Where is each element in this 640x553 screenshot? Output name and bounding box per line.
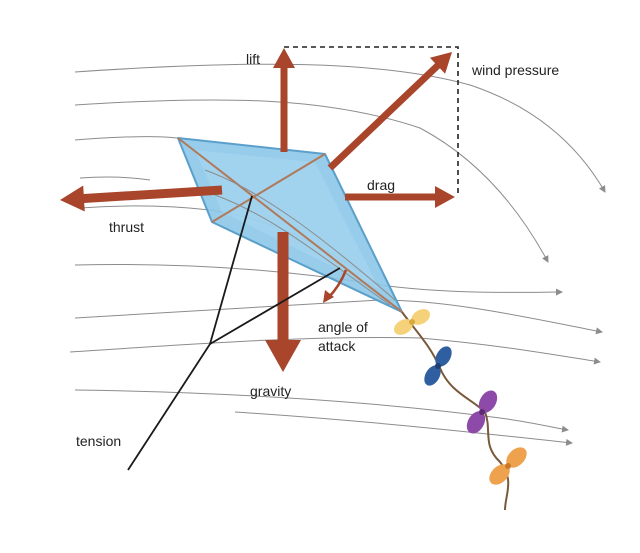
thrust-arrow: [60, 185, 223, 212]
tail-bow-blue: [424, 346, 452, 386]
angle-of-attack-arrowhead: [323, 290, 334, 303]
airflow-line: [234, 411, 573, 446]
angle-of-attack-marker: [323, 269, 348, 303]
label-wind-pressure: wind pressure: [471, 62, 559, 78]
kite-sail-highlight: [195, 150, 380, 290]
airflow-line: [74, 136, 191, 141]
tail-bow-yellow: [393, 309, 431, 335]
kite-tail: [393, 309, 527, 511]
kite-line: [127, 195, 341, 471]
kite-spar-cross: [211, 153, 326, 223]
lift-arrow: [273, 48, 295, 152]
wind-pressure-arrow: [327, 52, 452, 171]
label-drag: drag: [367, 177, 395, 193]
tail-bow-purple: [466, 390, 498, 434]
kite: [177, 137, 403, 313]
tail-bow-orange: [489, 447, 527, 485]
airflow-line: [79, 176, 151, 181]
force-resultant-box: [284, 46, 459, 197]
label-tension: tension: [76, 433, 121, 449]
labels: lift wind pressure drag thrust angle of …: [76, 51, 559, 449]
label-gravity: gravity: [250, 383, 291, 399]
bridle-line: [209, 267, 341, 345]
label-angle-of-attack-line2: attack: [318, 338, 356, 354]
label-thrust: thrust: [109, 219, 144, 235]
airflow-over-kite: [204, 169, 396, 301]
airflow-line: [74, 63, 606, 193]
tension-string: [127, 195, 253, 471]
airflow-line: [74, 99, 549, 263]
label-lift: lift: [246, 51, 260, 67]
drag-arrow: [345, 186, 455, 208]
airflow-line: [69, 336, 601, 365]
airflow-over-kite: [214, 194, 391, 306]
airflow-line: [74, 389, 569, 433]
kite-spar-long: [177, 137, 403, 313]
label-angle-of-attack-line1: angle of: [318, 319, 368, 335]
